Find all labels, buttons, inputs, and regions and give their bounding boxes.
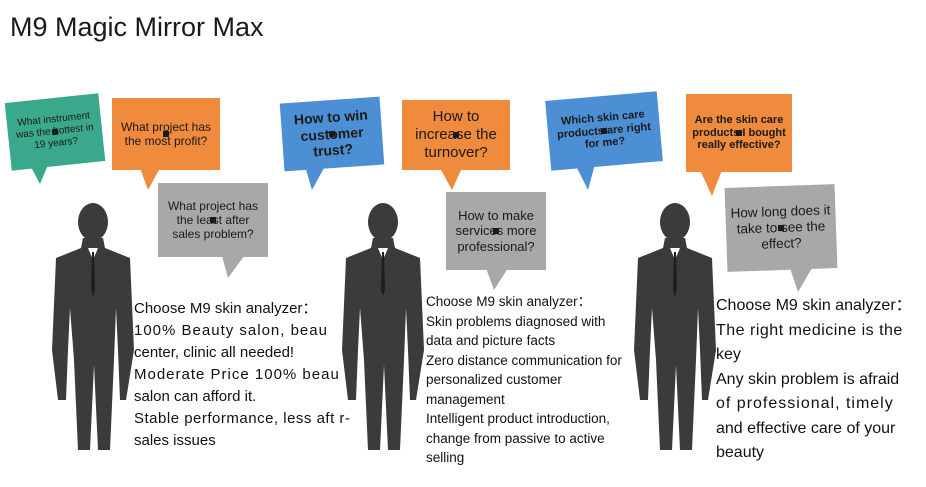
bubble-increase-turnover: How to increase the turnover? [402,100,510,170]
left-benefits: Choose M9 skin analyzer： 100% Beauty sal… [134,300,351,449]
bubble-services-professional: How to make services more professional? [446,192,546,270]
tail-6 [486,268,508,290]
tail-3 [222,256,244,278]
businessman-silhouette-icon [52,203,134,450]
right-benefits: Choose M9 skin analyzer： The right medic… [716,297,912,461]
bubble-see-effect: How long does it take to see the effect? [724,184,838,272]
businessman-silhouette-icon [342,203,424,450]
tail-9 [790,268,812,292]
tail-7 [575,164,595,190]
tail-1 [30,165,48,184]
tail-5 [440,168,462,190]
bubble-least-after-sales: What project has the least after sales p… [158,183,268,257]
businessman-silhouette-icon [634,203,716,450]
bubble-hottest-instrument: What instrument was the hottest in 19 ye… [4,93,106,171]
page-title: M9 Magic Mirror Max [10,12,264,42]
tail-2 [140,168,160,190]
bubble-most-profit: What project has the most profit? [112,98,220,170]
middle-benefits: Choose M9 skin analyzer： Skin problems d… [426,294,622,465]
bubble-customer-trust: How to win customer trust? [279,96,385,172]
bubble-right-products: Which skin care products are right for m… [545,91,663,171]
tail-4 [305,166,325,190]
bubble-products-effective: Are the skin care products I bought real… [686,94,792,172]
tail-8 [700,170,722,196]
